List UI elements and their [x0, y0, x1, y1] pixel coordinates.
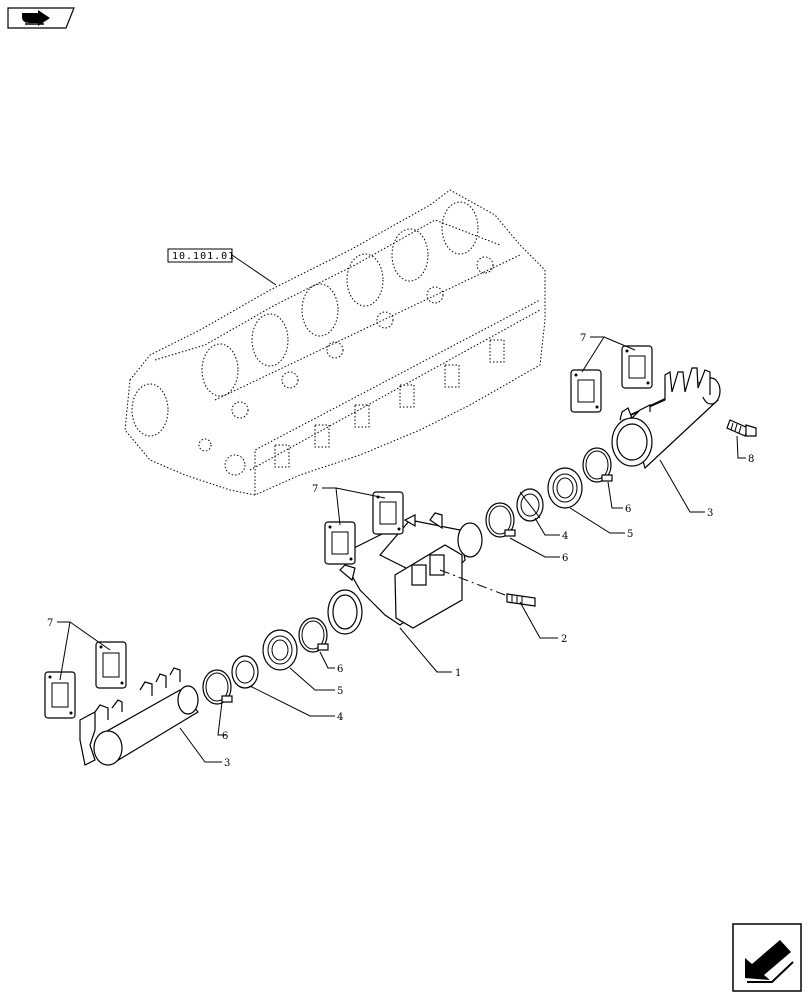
gaskets-right	[570, 345, 653, 413]
callout-1: 1	[455, 668, 461, 679]
callout-5-right: 5	[627, 529, 633, 540]
reference-label: 10.101.01	[172, 251, 235, 262]
bolt	[726, 419, 757, 437]
side-ports	[198, 339, 505, 476]
center-left-sleeve	[231, 655, 259, 689]
clamp-left	[202, 669, 233, 705]
injector-bosses	[231, 256, 494, 419]
exhaust-pipe-right	[611, 367, 721, 470]
reference-box[interactable]: 10.101.01	[167, 248, 277, 286]
callout-6-right: 6	[625, 504, 631, 515]
cylinder-bores	[131, 201, 479, 437]
center-left-bellows	[262, 629, 298, 671]
clamp-center-left	[298, 617, 329, 653]
center-right-bellows	[547, 467, 583, 509]
exhaust-pipe-left	[79, 667, 199, 766]
callout-8: 8	[748, 454, 754, 465]
callout-6-center-left: 6	[337, 664, 343, 675]
next-page-arrow-icon[interactable]	[732, 923, 802, 992]
clamp-right	[582, 447, 613, 483]
callout-7-right: 7	[580, 333, 586, 344]
callout-5-left: 5	[337, 686, 343, 697]
callout-4-left: 4	[337, 712, 343, 723]
gaskets-center	[324, 491, 404, 565]
center-right-sleeve	[516, 488, 544, 522]
callout-4-center: 4	[562, 531, 568, 542]
callout-7-left: 7	[47, 618, 53, 629]
stud	[439, 569, 536, 607]
exhaust-manifold-center	[327, 512, 483, 635]
callout-labels: 1 2 3 3 4 4 5 5 6 6 6 6 7 7 7 8	[47, 333, 754, 769]
clamp-center-right	[485, 502, 516, 538]
callout-3-left: 3	[224, 758, 230, 769]
leader-lines	[57, 336, 746, 763]
book-arrow-icon[interactable]	[7, 7, 75, 29]
cylinder-head-outline	[124, 189, 546, 496]
callout-6-left: 6	[222, 731, 228, 742]
gaskets-left	[44, 641, 127, 719]
callout-7-center: 7	[312, 484, 318, 495]
callout-6-center-right: 6	[562, 553, 568, 564]
callout-3-right: 3	[707, 508, 713, 519]
callout-2: 2	[561, 634, 567, 645]
